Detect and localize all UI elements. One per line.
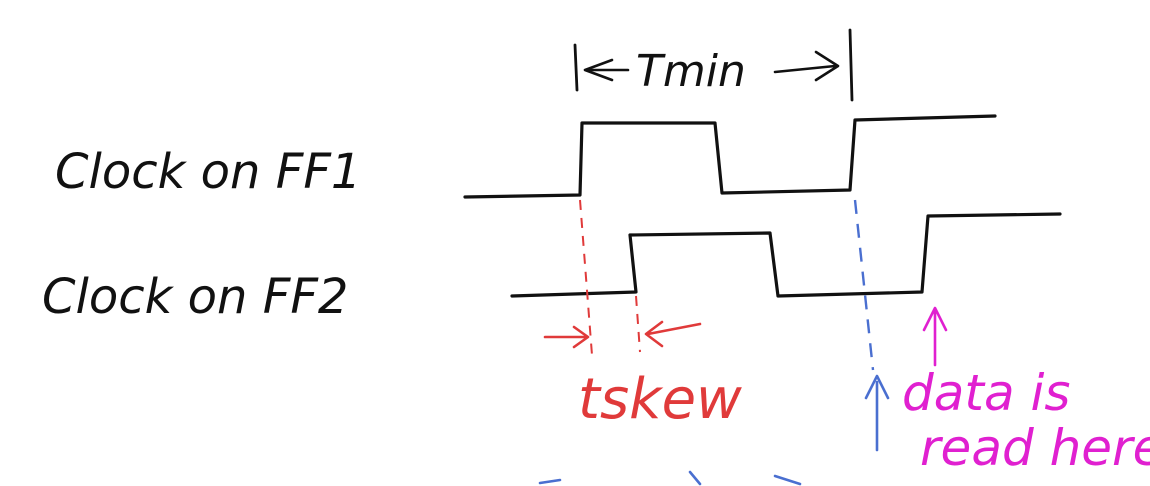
tmin-right-arrow [773,50,840,82]
data-is-label: data is [902,364,1070,422]
tmin-left-bar [573,43,579,92]
blue-partial-strokes [538,470,802,486]
read-here-label: read here [920,419,1150,477]
blue-dashed-guide [853,199,875,371]
tmin-dimension: Tmin [573,28,854,102]
tskew-left-arrow [543,325,590,349]
clock-ff1-waveform [463,114,997,199]
tskew-right-arrow [644,320,702,348]
blue-up-arrow [864,374,890,452]
clock-ff2-waveform [510,212,1062,298]
tskew-arrows [543,320,702,349]
tmin-right-bar [848,28,854,102]
skew-guide-left [579,199,593,356]
clock-ff2-label: Clock on FF2 [42,269,348,325]
clock-ff1-label: Clock on FF1 [55,144,361,200]
tmin-label: Tmin [636,46,746,97]
magenta-up-arrow [922,306,948,367]
skew-guide-right [635,295,641,353]
tskew-label: tskew [578,367,742,432]
tmin-left-arrowhead [583,58,614,82]
